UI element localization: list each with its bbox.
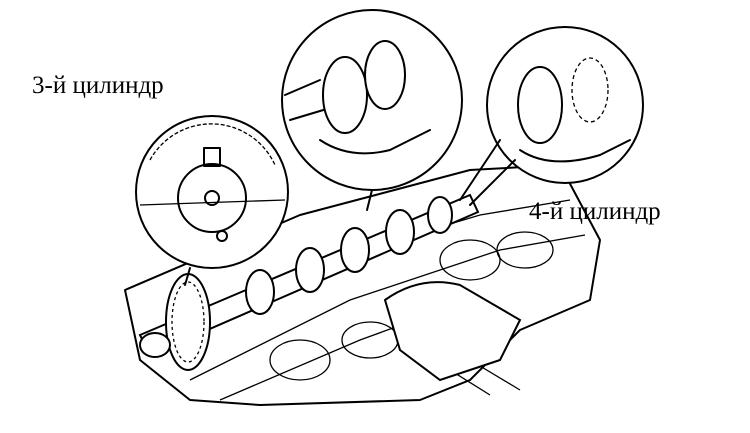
timing-gear: [139, 273, 211, 371]
detail-circle-gear: [135, 115, 289, 286]
hand: [383, 281, 522, 382]
camshaft: [138, 193, 480, 357]
detail-circle-cylinder-4: [459, 26, 644, 206]
detail-circle-cylinder-3: [281, 9, 463, 211]
cylinder-4-label: 4-й цилиндр: [529, 198, 661, 225]
cylinder-3-label: 3-й цилиндр: [32, 72, 164, 99]
